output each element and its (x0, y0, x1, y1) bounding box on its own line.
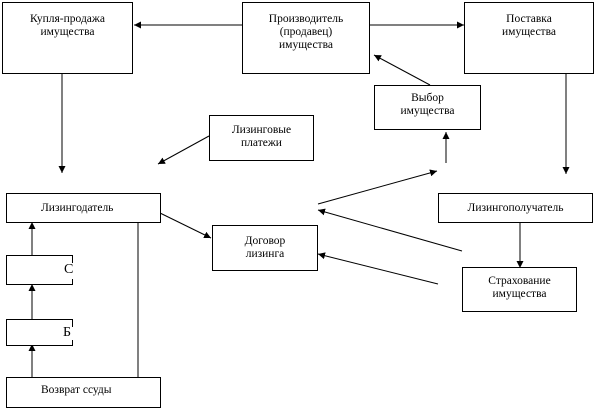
node-dogovor: Договор лизинга (212, 225, 318, 271)
node-postavka: Поставка имущества (464, 2, 594, 74)
node-b-right-edge-bottom (72, 340, 73, 346)
node-strakh-label: Страхование имущества (488, 275, 551, 300)
arrow-strakh-to-dogovor (317, 252, 439, 285)
node-postavka-label: Поставка имущества (502, 13, 556, 38)
node-platezhi-label: Лизинговые платежи (231, 124, 292, 149)
node-c-right-edge-bottom (72, 279, 73, 285)
node-c: С (6, 255, 73, 285)
arrow-platezhi (157, 135, 210, 165)
node-vybor-label: Выбор имущества (400, 92, 455, 117)
node-strakh: Страхование имущества (462, 267, 577, 312)
node-c-right-edge (72, 255, 73, 263)
arrow-lizingopoluch-to-dogovor (317, 208, 463, 252)
node-dogovor-label: Договор лизинга (244, 235, 286, 260)
node-lizingopoluch-label: Лизингополучатель (467, 202, 564, 214)
node-vozvrat: Возврат ссуды (6, 377, 161, 408)
node-producer: Производитель (продавец) имущества (242, 2, 370, 74)
node-b-label: Б (63, 325, 72, 340)
node-kuplya: Купля-продажа имущества (2, 2, 133, 74)
node-lizingodatel: Лизингодатель (6, 193, 161, 223)
arrow-lizingodatel-to-dogovor (159, 212, 212, 239)
node-platezhi: Лизинговые платежи (209, 115, 314, 161)
arrow-to-vybor-diag (317, 169, 438, 205)
node-lizingopoluch: Лизингополучатель (438, 193, 593, 223)
node-b-right-edge (72, 319, 73, 327)
node-kuplya-label: Купля-продажа имущества (30, 13, 105, 38)
node-b: Б (6, 319, 73, 346)
node-producer-label: Производитель (продавец) имущества (268, 13, 344, 51)
node-vozvrat-label: Возврат ссуды (41, 384, 112, 396)
node-lizingodatel-label: Лизингодатель (41, 202, 114, 214)
node-c-label: С (64, 262, 74, 277)
node-vybor: Выбор имущества (374, 85, 481, 130)
arrow-vybor-to-producer (373, 54, 431, 86)
